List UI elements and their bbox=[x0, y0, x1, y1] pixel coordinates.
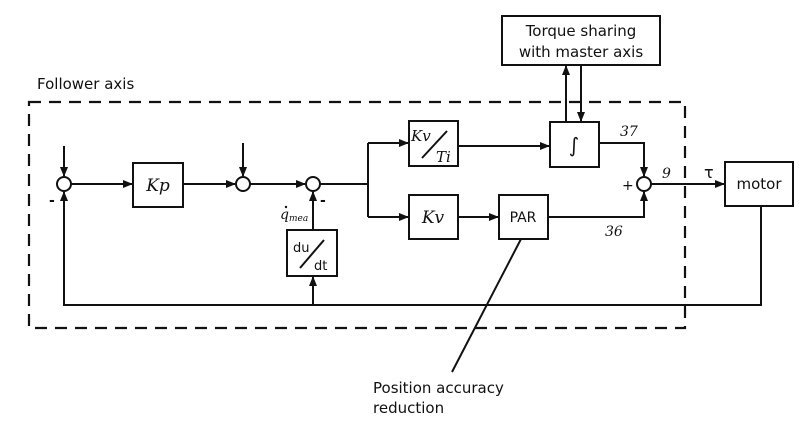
par-label: PAR bbox=[510, 210, 537, 226]
q-meas-subscript: mea bbox=[289, 214, 308, 224]
torque-sharing-label-line1: Torque sharing bbox=[525, 22, 637, 40]
signal-36-label: 36 bbox=[605, 224, 623, 240]
feedback-line bbox=[60, 191, 762, 306]
kv-ti-numerator: Kv bbox=[410, 127, 431, 145]
summing-junction-3 bbox=[305, 176, 321, 192]
dt-label: dt bbox=[314, 259, 327, 274]
motor-label: motor bbox=[736, 175, 782, 193]
summing-junction-1 bbox=[56, 176, 72, 192]
q-meas-symbol: q bbox=[280, 207, 289, 223]
kv-ti-block: Kv Ti bbox=[408, 120, 459, 167]
par-block: PAR bbox=[498, 194, 549, 240]
kp-block: Kp bbox=[132, 162, 184, 208]
sum1-minus-sign: - bbox=[49, 193, 55, 209]
annotation-line1: Position accuracy bbox=[373, 379, 504, 397]
annotation-leader-line bbox=[451, 238, 522, 373]
integral-icon: ∫ bbox=[569, 133, 579, 157]
kv-ti-denominator: Ti bbox=[436, 148, 451, 166]
q-meas-label: q mea bbox=[280, 205, 308, 224]
signal-9-label: 9 bbox=[662, 166, 671, 182]
summing-junction-2 bbox=[235, 176, 251, 192]
torque-sharing-block: Torque sharing with master axis bbox=[501, 15, 661, 66]
motor-block: motor bbox=[724, 161, 794, 207]
summing-junction-4 bbox=[636, 176, 652, 192]
kv-label: Kv bbox=[421, 208, 445, 228]
integrator-block: ∫ bbox=[549, 121, 600, 168]
follower-axis-boundary bbox=[27, 100, 687, 330]
sum3-minus-sign: - bbox=[320, 193, 326, 209]
du-label: du bbox=[293, 241, 310, 256]
tau-label: τ bbox=[704, 163, 714, 182]
kv-block: Kv bbox=[408, 194, 459, 240]
kp-label: Kp bbox=[145, 176, 170, 196]
torque-sharing-label-line2: with master axis bbox=[519, 43, 643, 61]
signal-37-line bbox=[599, 142, 648, 177]
signal-37-label: 37 bbox=[620, 124, 638, 140]
du-dt-block: du dt bbox=[286, 229, 338, 277]
signal-36-line bbox=[548, 191, 648, 218]
sum4-plus-sign: + bbox=[622, 178, 634, 194]
annotation-line2: reduction bbox=[373, 399, 444, 417]
follower-axis-label: Follower axis bbox=[37, 75, 134, 93]
